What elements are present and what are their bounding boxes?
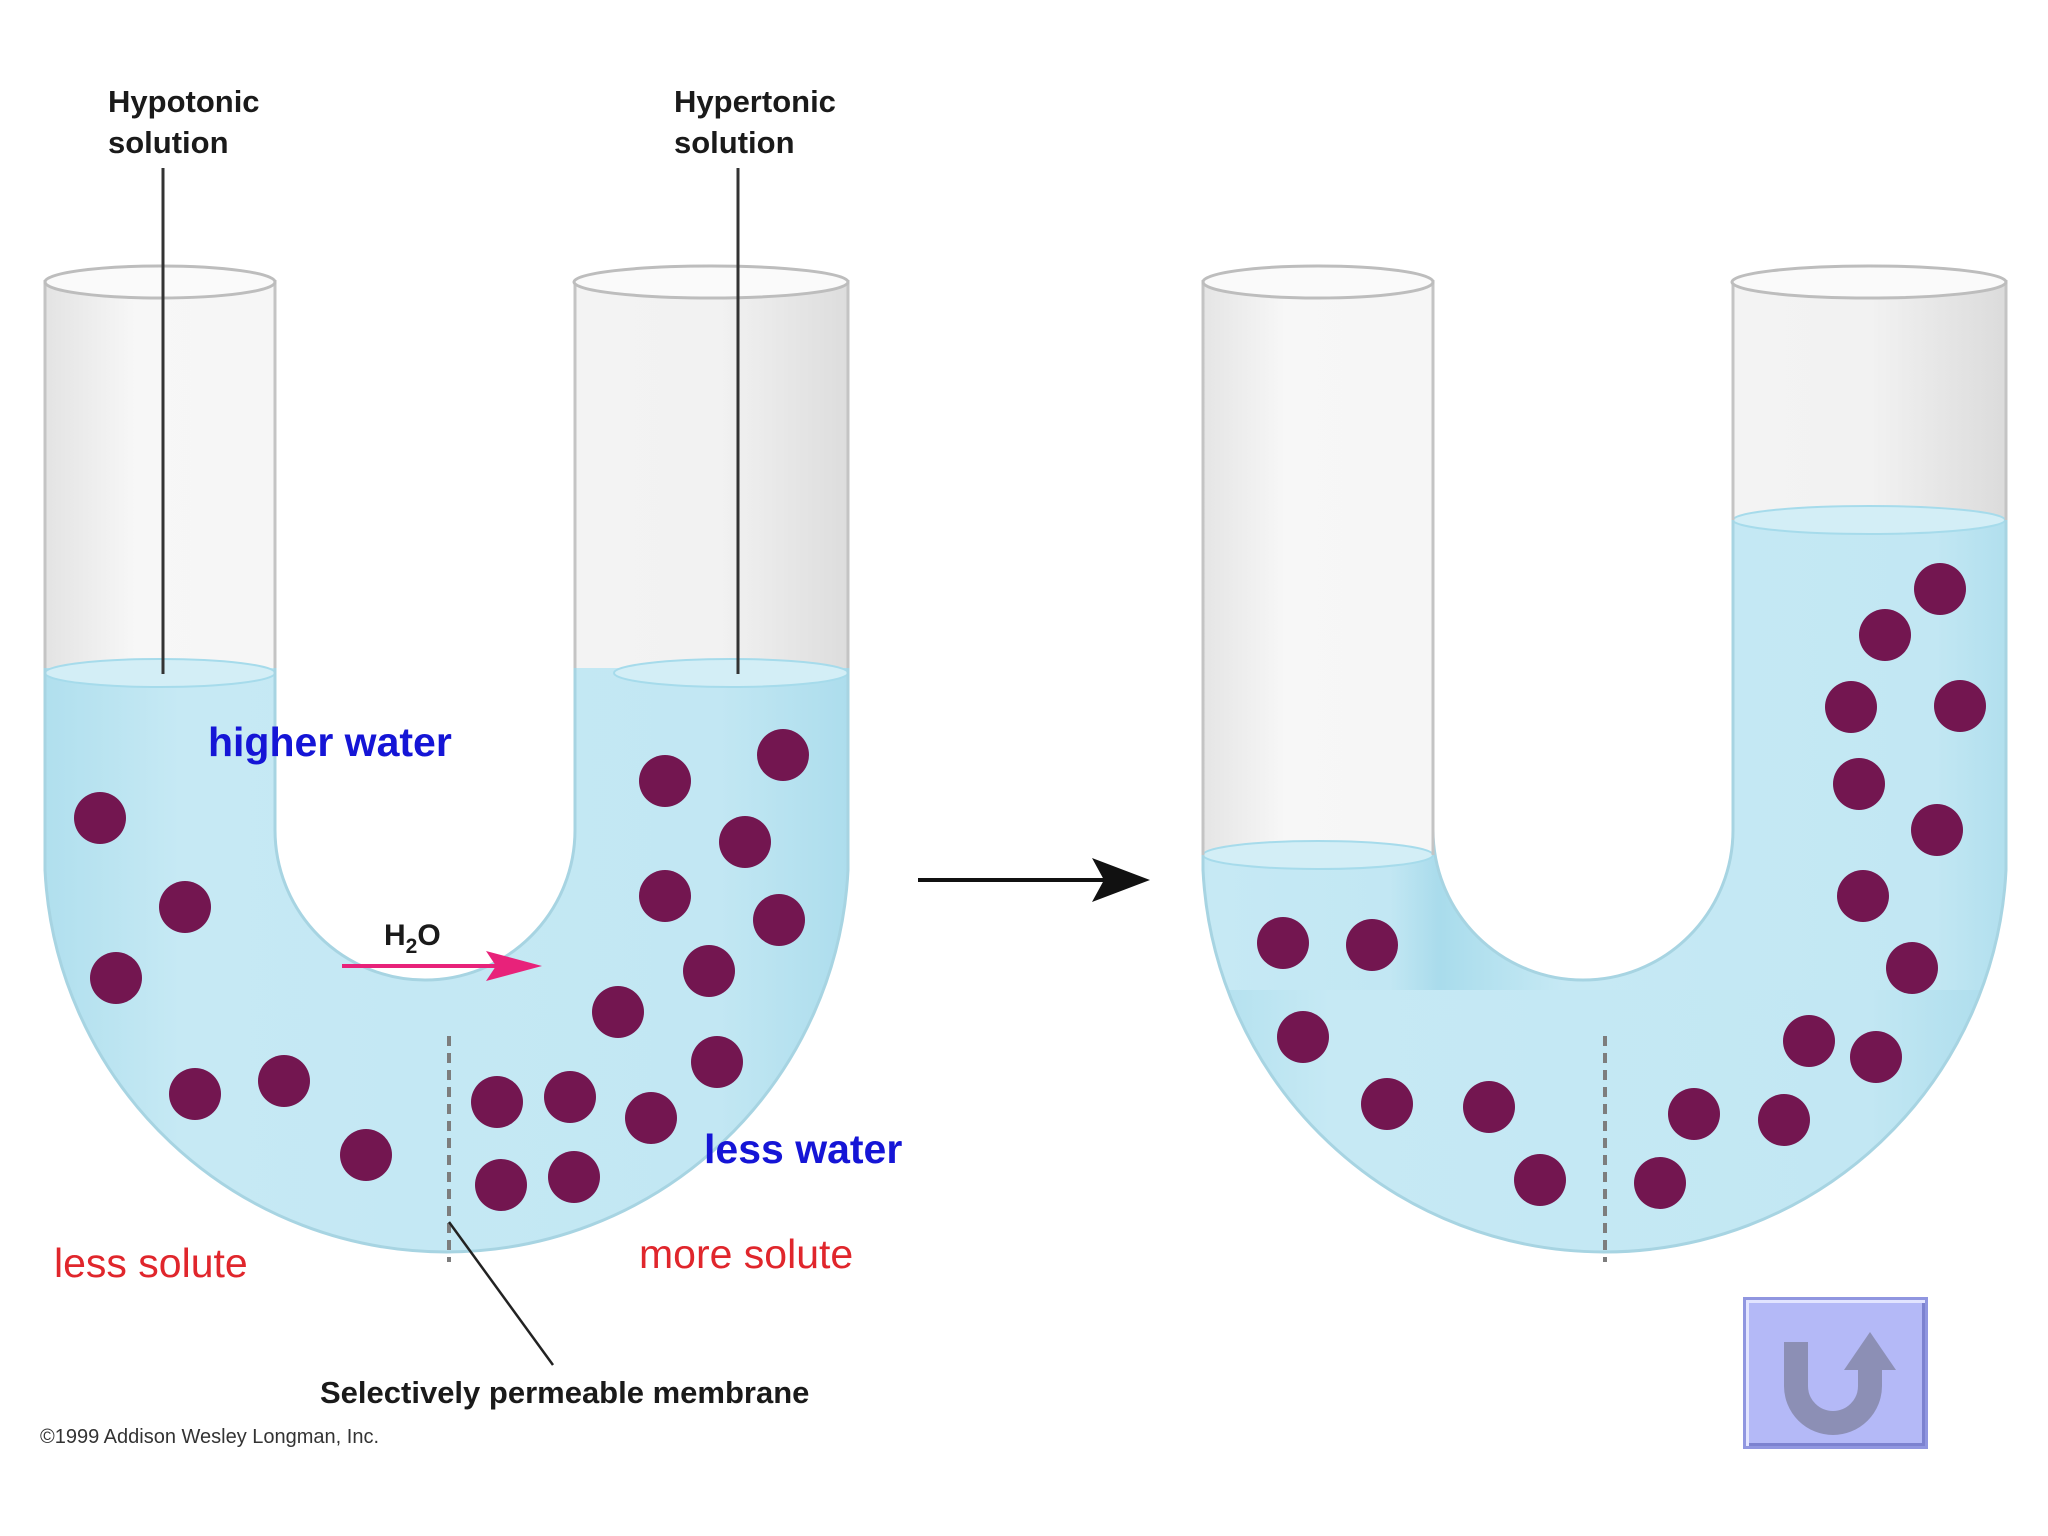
left-arm-water-surface <box>44 658 276 688</box>
hypotonic-label-line1: Hypotonic <box>108 84 260 119</box>
equilibrium-right-surface <box>1732 505 2006 535</box>
equilibrium-left-surface <box>1202 840 1434 870</box>
right-arm-rim <box>572 264 850 300</box>
right-u-tube <box>1201 264 2008 1262</box>
right-solute-particles <box>471 729 809 1211</box>
less-solute-label: less solute <box>54 1240 248 1286</box>
more-solute-label: more solute <box>639 1231 853 1277</box>
h2o-label: H2O <box>384 919 441 958</box>
equilibrium-left-solutes <box>1257 917 1566 1206</box>
equilibrium-left-rim <box>1201 264 1435 300</box>
higher-water-label: higher water <box>208 719 452 765</box>
transition-arrow <box>918 858 1150 902</box>
return-arrow-icon <box>1784 1332 1896 1435</box>
equilibrium-right-solutes <box>1634 563 1986 1209</box>
flow-arrow-head <box>486 951 542 981</box>
equilibrium-right-rim <box>1730 264 2008 300</box>
copyright-notice: ©1999 Addison Wesley Longman, Inc. <box>40 1426 379 1448</box>
left-u-tube <box>43 264 850 1262</box>
return-button[interactable] <box>1743 1297 1928 1449</box>
less-water-label: less water <box>704 1126 902 1172</box>
hypotonic-label-line2: solution <box>108 125 229 160</box>
water-flow-indicator: H2O <box>342 919 542 981</box>
membrane-leader-line <box>447 1221 555 1366</box>
hypertonic-label-line2: solution <box>674 125 795 160</box>
membrane-label: Selectively permeable membrane <box>320 1375 809 1410</box>
left-arm-rim <box>43 264 277 300</box>
right-arm-water-surface <box>613 658 849 688</box>
left-solute-particles <box>74 792 392 1181</box>
hypertonic-label-line1: Hypertonic <box>674 84 836 119</box>
